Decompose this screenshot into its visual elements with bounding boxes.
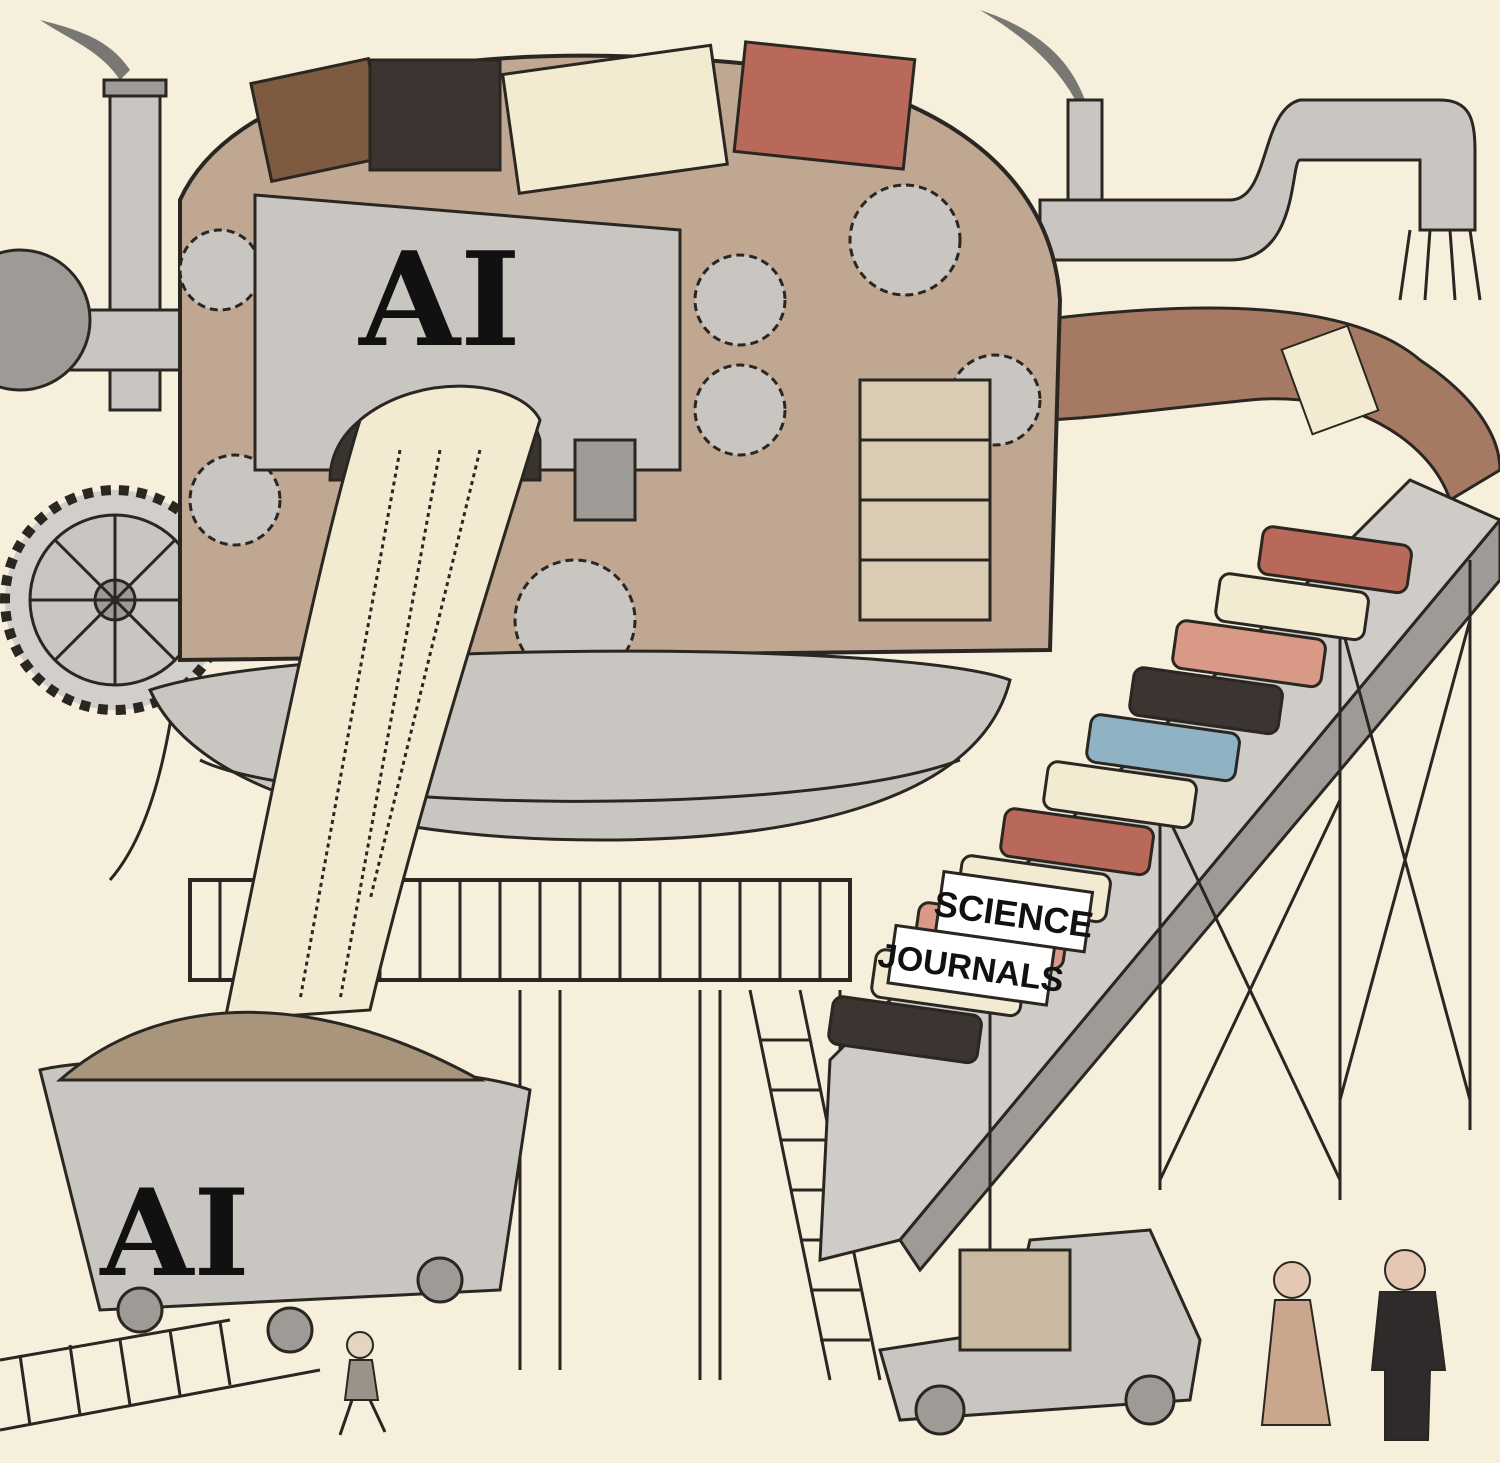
book-top — [732, 40, 917, 171]
conveyor-book — [1214, 572, 1370, 642]
person-small-walking — [338, 1331, 387, 1436]
paper-scroll — [223, 384, 542, 1022]
gear-icon — [693, 363, 787, 457]
book-top — [368, 58, 502, 172]
book-top — [500, 43, 729, 196]
bookshelf — [858, 378, 992, 622]
conveyor-book — [827, 995, 983, 1065]
gear-icon — [693, 253, 787, 347]
conveyor-book — [1042, 760, 1198, 830]
conveyor-book — [1171, 619, 1327, 689]
gear-icon — [188, 453, 282, 547]
smoke-right — [980, 10, 1085, 105]
rail-track — [0, 1318, 321, 1432]
machine-ai-label: AI — [357, 223, 521, 376]
hose-right — [1038, 306, 1500, 503]
conveyor-book — [1128, 666, 1284, 736]
wheel — [914, 1384, 966, 1436]
conveyor-book — [1085, 713, 1241, 783]
person-man-suit — [1370, 1249, 1447, 1441]
conveyor-book — [999, 807, 1155, 877]
minecart: AI — [38, 1010, 532, 1354]
wheel — [116, 1286, 164, 1334]
left-pipework — [0, 248, 202, 881]
switch-box — [573, 438, 637, 522]
gear-icon — [178, 228, 262, 312]
wheel — [416, 1256, 464, 1304]
conveyor — [818, 478, 1500, 1273]
gear-large-left — [0, 485, 230, 715]
wheel — [1124, 1374, 1176, 1426]
book-science-journals: SCIENCE JOURNALS — [876, 869, 1096, 1007]
person-woman — [1260, 1261, 1332, 1426]
pipe-top-right — [1038, 98, 1482, 301]
smoke-left — [40, 20, 130, 80]
gear-icon — [848, 183, 962, 297]
cart-ai-label: AI — [99, 1163, 249, 1304]
wheel — [266, 1306, 314, 1354]
truck — [878, 1228, 1202, 1436]
conveyor-book — [1257, 525, 1413, 595]
